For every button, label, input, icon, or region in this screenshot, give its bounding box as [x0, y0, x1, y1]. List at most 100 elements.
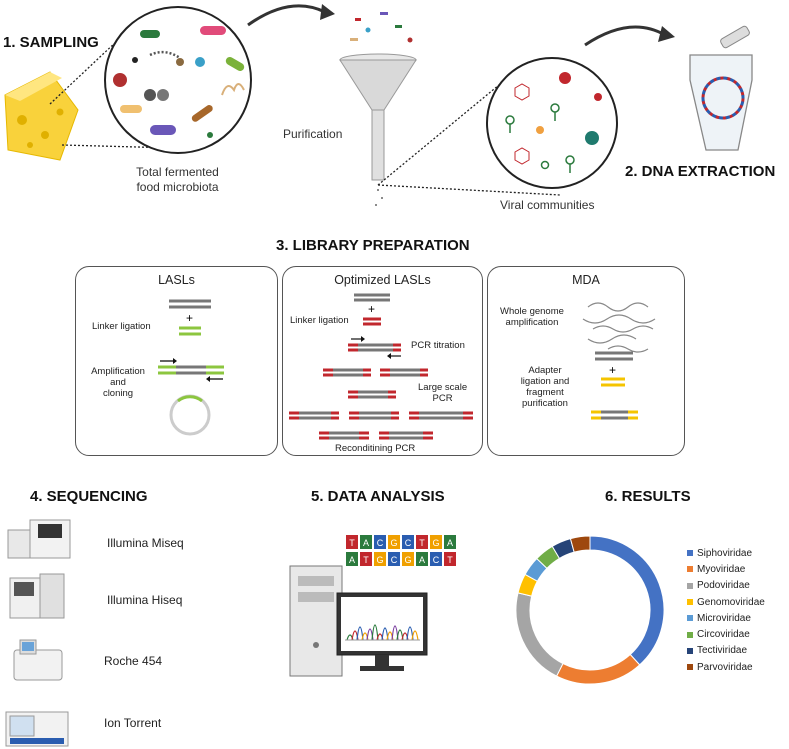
legend-item: Microviridae — [687, 610, 765, 626]
legend-item: Parvoviridae — [687, 659, 765, 675]
legend-label: Microviridae — [697, 612, 751, 624]
legend-item: Myoviridae — [687, 561, 765, 577]
dna-base-top-letter: A — [363, 538, 369, 548]
dna-base-bottom — [416, 552, 428, 566]
legend-swatch — [687, 550, 693, 557]
legend-item: Circoviridae — [687, 626, 765, 642]
dna-base-top — [430, 535, 442, 549]
optimized-lasls-diagram: + — [289, 293, 473, 440]
step-results-heading: 6. RESULTS — [605, 488, 691, 505]
chromatogram-peak — [361, 632, 369, 641]
dna-base-bottom — [346, 552, 358, 566]
legend-label: Genomoviridae — [697, 596, 765, 608]
sequencing-platform-3: Roche 454 — [104, 654, 163, 668]
donut-slice-genomoviridae — [517, 573, 539, 597]
donut-slices — [515, 535, 665, 685]
chromatogram-peak — [371, 624, 379, 641]
dna-base-bottom — [430, 552, 442, 566]
roche-454-icon — [13, 639, 63, 681]
chromatogram-peak — [411, 630, 419, 641]
donut-slice-tectiviridae — [551, 538, 575, 560]
dna-tube-icon — [689, 25, 753, 151]
dna-base-top — [402, 535, 414, 549]
dna-base-bottom — [402, 552, 414, 566]
chromatogram-peak — [376, 633, 384, 641]
dna-base-top-letter: C — [405, 538, 412, 548]
legend-item: Siphoviridae — [687, 545, 765, 561]
microbiota-caption: Total fermented food microbiota — [136, 165, 219, 194]
lasls-panel: LASLs + Linker ligation Amplification an… — [75, 266, 278, 456]
legend-item: Podoviridae — [687, 578, 765, 594]
purification-caption: Purification — [283, 127, 343, 141]
chromatogram-peak — [366, 628, 374, 641]
legend-label: Parvoviridae — [697, 661, 753, 673]
legend-swatch — [687, 631, 693, 638]
microbiota-circle — [104, 6, 252, 154]
chromatogram-peak — [346, 634, 354, 641]
dna-base-bottom-letter: T — [447, 555, 453, 565]
dna-base-top-letter: T — [349, 538, 355, 548]
legend-swatch — [687, 615, 693, 622]
pcr-titration-label: PCR titration — [411, 340, 465, 351]
dna-base-bottom — [388, 552, 400, 566]
viral-communities-circle — [486, 57, 618, 189]
chromatogram-peak — [401, 632, 409, 641]
dna-base-top-letter: A — [447, 538, 453, 548]
chromatogram-peak — [386, 631, 394, 641]
donut-slice-parvoviridae — [569, 535, 591, 553]
donut-slice-siphoviridae — [589, 535, 665, 666]
sampling-illustration — [4, 4, 753, 206]
sequencing-platform-2: Illumina Hiseq — [107, 593, 183, 607]
optimized-lasls-title: Optimized LASLs — [334, 273, 431, 287]
legend-swatch — [687, 599, 693, 606]
mda-panel: MDA + Whole genome amplification Adapter… — [487, 266, 685, 456]
legend-swatch — [687, 647, 693, 654]
donut-slice-myoviridae — [555, 653, 641, 685]
amplified-genome-strands — [582, 302, 656, 353]
dna-base-bottom — [444, 552, 456, 566]
donut-slice-circoviridae — [536, 545, 561, 569]
funnel-icon — [339, 12, 417, 206]
step-library-preparation-heading: 3. LIBRARY PREPARATION — [276, 237, 470, 254]
legend-swatch — [687, 664, 693, 671]
dna-base-bottom — [374, 552, 386, 566]
cheese-icon — [4, 71, 79, 161]
dna-base-top — [346, 535, 358, 549]
step-sampling-heading: 1. SAMPLING — [3, 34, 99, 51]
lasls-diagram: + — [158, 299, 224, 436]
chromatogram-peak — [406, 626, 414, 641]
monitor-icon — [336, 592, 428, 671]
legend-swatch — [687, 582, 693, 589]
large-scale-pcr-label: Large scale PCR — [418, 382, 468, 404]
chromatogram-peak — [351, 630, 359, 641]
dna-base-top-letter: T — [419, 538, 425, 548]
legend-swatch — [687, 566, 693, 573]
donut-slice-podoviridae — [515, 592, 564, 677]
lasls-plus: + — [186, 311, 193, 325]
dna-base-bottom-letter: G — [376, 555, 383, 565]
legend-label: Myoviridae — [697, 563, 746, 575]
illumina-miseq-icon — [7, 519, 71, 559]
dna-base-bottom-letter: C — [391, 555, 398, 565]
large-scale-fragments — [289, 368, 473, 440]
dna-base-top — [374, 535, 386, 549]
legend-item: Genomoviridae — [687, 594, 765, 610]
dna-base-top — [444, 535, 456, 549]
chromatogram-peak — [356, 626, 364, 641]
legend-label: Podoviridae — [697, 580, 750, 592]
dna-base-top-letter: G — [390, 538, 397, 548]
dna-base-top-letter: G — [432, 538, 439, 548]
legend-label: Tectiviridae — [697, 645, 748, 657]
dna-base-bottom-letter: A — [349, 555, 355, 565]
ion-torrent-icon — [5, 711, 69, 747]
legend-label: Siphoviridae — [697, 547, 753, 559]
lasls-title: LASLs — [158, 273, 195, 287]
whole-genome-label: Whole genome amplification — [500, 306, 564, 328]
legend-item: Tectiviridae — [687, 643, 765, 659]
lasls-amplification-label: Amplification and cloning — [91, 366, 145, 399]
viral-communities-caption: Viral communities — [500, 198, 595, 212]
dna-base-bottom-letter: A — [419, 555, 425, 565]
pcr-titration-fragment — [348, 336, 401, 359]
